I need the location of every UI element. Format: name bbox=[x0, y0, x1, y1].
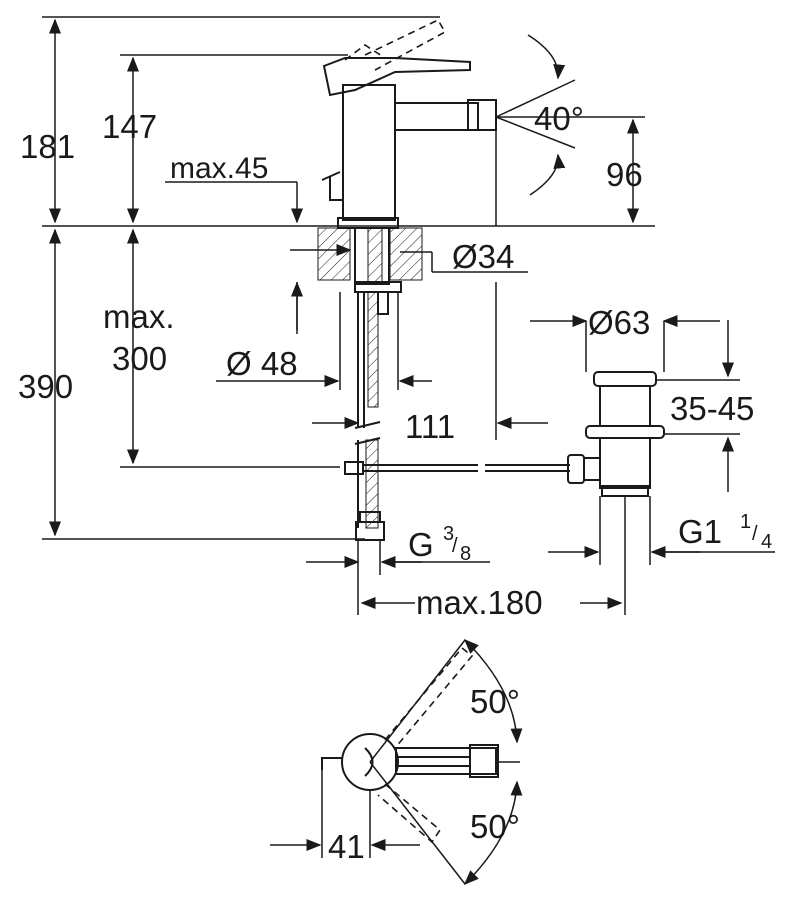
dim-35-45: 35-45 bbox=[670, 390, 754, 427]
dim-300: 300 bbox=[112, 340, 167, 377]
svg-text:4: 4 bbox=[761, 531, 772, 553]
dim-40-degrees: 40° bbox=[534, 100, 584, 137]
svg-text:/: / bbox=[452, 535, 458, 557]
dim-390: 390 bbox=[18, 368, 73, 405]
side-elevation bbox=[42, 16, 775, 615]
svg-text:8: 8 bbox=[460, 543, 471, 565]
dim-max-label: max. bbox=[103, 298, 175, 335]
svg-text:1: 1 bbox=[740, 511, 751, 533]
dim-111: 111 bbox=[405, 408, 455, 445]
svg-text:G: G bbox=[408, 526, 434, 563]
dim-diameter-34: Ø34 bbox=[452, 238, 514, 275]
dim-41: 41 bbox=[328, 828, 365, 865]
dim-diameter-48: Ø 48 bbox=[226, 345, 298, 382]
dim-50-degrees-bottom: 50° bbox=[470, 808, 520, 845]
dim-max180: max.180 bbox=[416, 584, 543, 621]
svg-text:G1: G1 bbox=[678, 513, 722, 550]
top-view bbox=[270, 638, 523, 886]
dim-thread-g1-1-4: G1 1 / 4 bbox=[678, 511, 772, 553]
svg-text:3: 3 bbox=[443, 523, 454, 545]
dim-max45: max.45 bbox=[170, 152, 268, 185]
dim-147: 147 bbox=[102, 108, 157, 145]
dim-50-degrees-top: 50° bbox=[470, 683, 520, 720]
dim-diameter-63: Ø63 bbox=[588, 304, 650, 341]
svg-text:/: / bbox=[752, 523, 758, 545]
dim-181: 181 bbox=[20, 128, 75, 165]
dim-96: 96 bbox=[606, 156, 643, 193]
dim-thread-g3-8: G 3 / 8 bbox=[408, 523, 471, 565]
